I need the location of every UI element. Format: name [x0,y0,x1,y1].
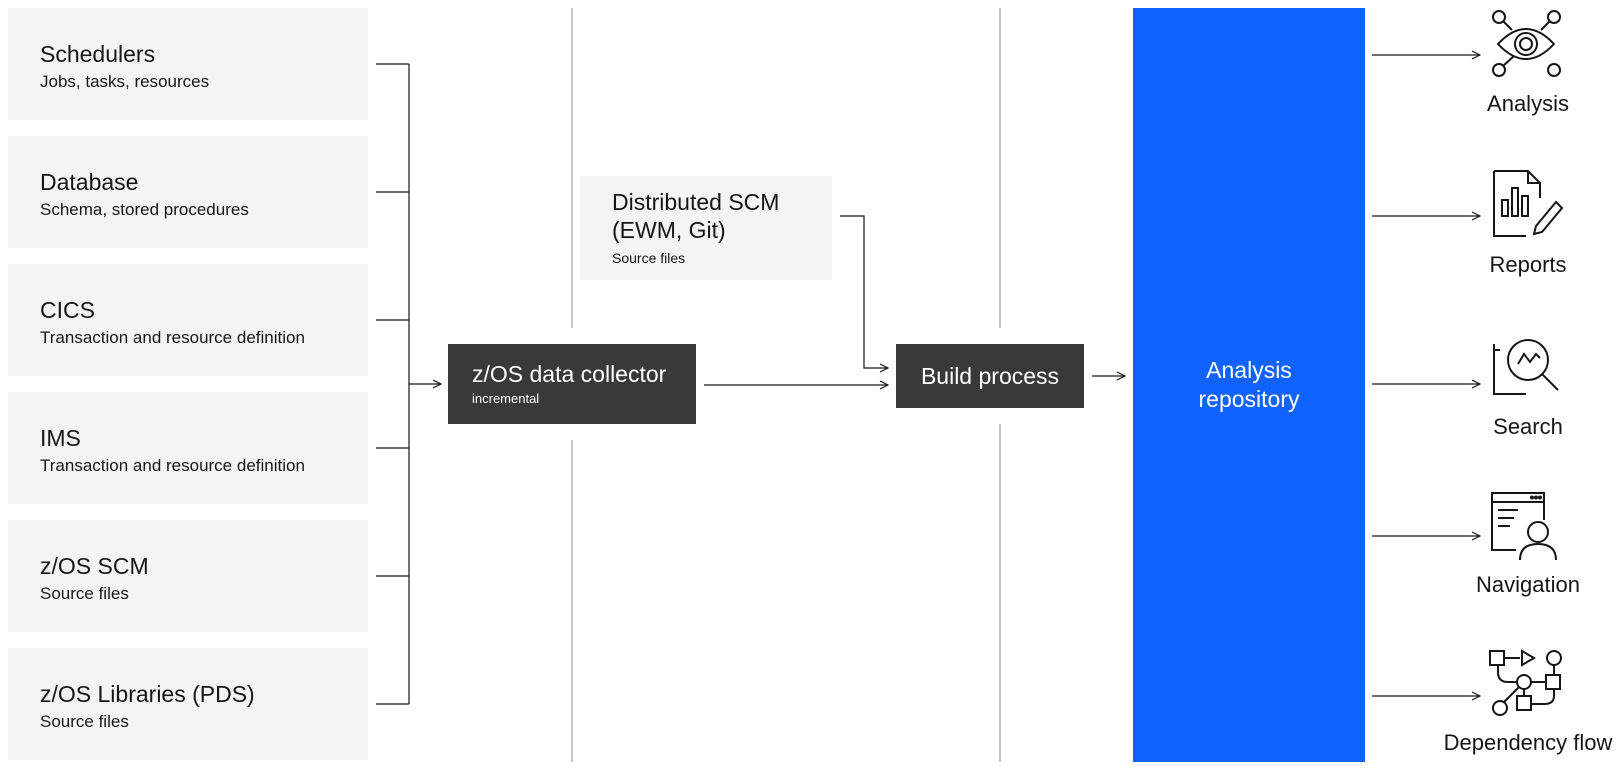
source-title: CICS [40,297,95,323]
repo-line1: Analysis [1206,357,1292,383]
report-chart-icon [1493,170,1564,237]
source-title: Database [40,169,139,195]
source-subtitle: Transaction and resource definition [40,328,305,347]
source-database: Database Schema, stored procedures [8,136,368,248]
source-subtitle: Jobs, tasks, resources [40,72,210,91]
output-label-analysis: Analysis [1487,91,1569,116]
source-title: Schedulers [40,41,156,67]
source-schedulers: Schedulers Jobs, tasks, resources [8,8,368,120]
source-title: IMS [40,425,81,451]
collector-subtitle: incremental [472,391,540,406]
scm-to-build-arrow [840,215,888,368]
source-subtitle: Source files [40,712,129,731]
scm-subtitle: Source files [612,250,686,266]
dependency-flow-icon [1489,649,1562,716]
output-label-reports: Reports [1489,252,1567,277]
scm-title-line1: Distributed SCM [612,189,780,215]
navigation-user-icon [1491,492,1557,561]
output-label-navigation: Navigation [1476,572,1580,597]
collector-title: z/OS data collector [472,361,667,387]
source-zos-libraries: z/OS Libraries (PDS) Source files [8,648,368,760]
source-subtitle: Source files [40,584,129,603]
source-title: z/OS SCM [40,553,149,579]
distributed-scm: Distributed SCM (EWM, Git) Source files [580,176,832,280]
build-title: Build process [920,362,1060,389]
scm-title-line2: (EWM, Git) [612,217,726,243]
eye-network-icon [1492,10,1561,77]
source-cics: CICS Transaction and resource definition [8,264,368,376]
analysis-repository: Analysis repository [1133,8,1365,762]
repo-line2: repository [1198,386,1300,412]
output-label-dependency-flow: Dependency flow [1443,730,1613,755]
source-bracket [376,63,441,705]
build-process: Build process [896,344,1084,408]
source-subtitle: Transaction and resource definition [40,456,305,475]
source-subtitle: Schema, stored procedures [40,200,249,219]
search-document-icon [1493,339,1559,395]
zos-data-collector: z/OS data collector incremental [448,344,696,424]
output-label-search: Search [1493,414,1563,439]
source-zos-scm: z/OS SCM Source files [8,520,368,632]
source-title: z/OS Libraries (PDS) [40,681,255,707]
source-ims: IMS Transaction and resource definition [8,392,368,504]
